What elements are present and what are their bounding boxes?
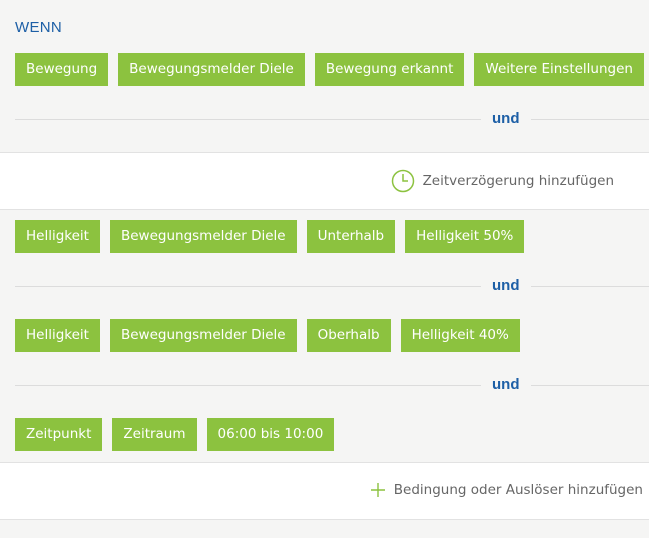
condition-row-4: Zeitpunkt Zeitraum 06:00 bis 10:00 bbox=[15, 418, 335, 451]
add-delay-button[interactable]: Zeitverzögerung hinzufügen bbox=[391, 169, 614, 193]
tag-event[interactable]: Bewegung erkannt bbox=[314, 53, 465, 86]
separator-line bbox=[531, 385, 649, 386]
clock-icon bbox=[391, 169, 415, 193]
tag-comparison[interactable]: Unterhalb bbox=[306, 220, 396, 253]
tag-more-settings[interactable]: Weitere Einstellungen bbox=[474, 53, 644, 86]
add-delay-label: Zeitverzögerung hinzufügen bbox=[422, 173, 614, 189]
section-heading-wenn: WENN bbox=[15, 19, 63, 36]
separator-line bbox=[531, 119, 649, 120]
and-label: und bbox=[492, 376, 520, 393]
condition-row-3: Helligkeit Bewegungsmelder Diele Oberhal… bbox=[15, 319, 520, 352]
tag-value[interactable]: Helligkeit 40% bbox=[400, 319, 520, 352]
condition-row-1: Bewegung Bewegungsmelder Diele Bewegung … bbox=[15, 53, 644, 86]
add-condition-label: Bedingung oder Auslöser hinzufügen bbox=[393, 482, 643, 498]
tag-device[interactable]: Bewegungsmelder Diele bbox=[118, 53, 305, 86]
plus-icon bbox=[370, 482, 386, 498]
tag-value[interactable]: Helligkeit 50% bbox=[405, 220, 525, 253]
separator-line bbox=[15, 286, 481, 287]
tag-condition-type[interactable]: Helligkeit bbox=[15, 319, 100, 352]
tag-condition-type[interactable]: Helligkeit bbox=[15, 220, 100, 253]
tag-trigger-type[interactable]: Bewegung bbox=[15, 53, 109, 86]
separator-line bbox=[15, 385, 481, 386]
and-label: und bbox=[492, 277, 520, 294]
tag-comparison[interactable]: Oberhalb bbox=[306, 319, 391, 352]
and-separator: und bbox=[15, 375, 649, 395]
and-label: und bbox=[492, 110, 520, 127]
tag-time-mode[interactable]: Zeitraum bbox=[112, 418, 197, 451]
add-condition-button[interactable]: Bedingung oder Auslöser hinzufügen bbox=[370, 482, 643, 498]
condition-row-2: Helligkeit Bewegungsmelder Diele Unterha… bbox=[15, 220, 525, 253]
tag-condition-type[interactable]: Zeitpunkt bbox=[15, 418, 103, 451]
add-delay-panel: Zeitverzögerung hinzufügen bbox=[0, 152, 649, 210]
separator-line bbox=[531, 286, 649, 287]
tag-device[interactable]: Bewegungsmelder Diele bbox=[109, 220, 297, 253]
tag-device[interactable]: Bewegungsmelder Diele bbox=[109, 319, 297, 352]
tag-time-range[interactable]: 06:00 bis 10:00 bbox=[206, 418, 335, 451]
separator-line bbox=[15, 119, 481, 120]
and-separator: und bbox=[15, 276, 649, 296]
and-separator: und bbox=[15, 109, 649, 129]
add-condition-panel: Bedingung oder Auslöser hinzufügen bbox=[0, 462, 649, 520]
